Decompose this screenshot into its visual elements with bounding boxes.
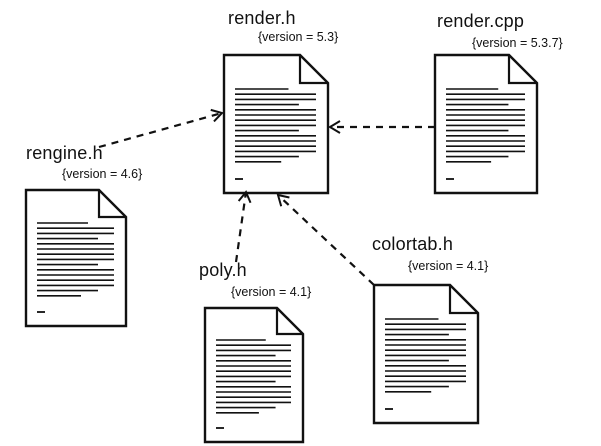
poly-h-version: {version = 4.1} — [231, 285, 312, 299]
colortab-h-version: {version = 4.1} — [408, 259, 489, 273]
document-page — [24, 188, 128, 328]
render-cpp-version: {version = 5.3.7} — [472, 36, 563, 50]
rengine-h-document-icon — [24, 188, 128, 328]
render-h-document-icon — [222, 53, 330, 195]
render-h-name: render.h — [228, 8, 296, 28]
dependency-arrow-poly-h-to-render-h — [234, 190, 252, 263]
rengine-h-version: {version = 4.6} — [62, 167, 143, 181]
document-page — [372, 283, 480, 425]
dependency-arrow-rengine-h-to-render-h — [98, 108, 224, 149]
document-folded-corner — [275, 308, 303, 336]
poly-h-document-icon — [203, 306, 305, 444]
colortab-h-name: colortab.h — [372, 234, 454, 254]
document-folded-corner — [448, 285, 478, 315]
colortab-h-document-icon — [372, 283, 480, 425]
document-folded-corner — [298, 55, 328, 85]
dependency-arrow-colortab-h-to-render-h — [276, 193, 375, 286]
document-page — [433, 53, 539, 195]
document-folded-corner — [507, 55, 537, 85]
document-page — [203, 306, 305, 444]
document-folded-corner — [97, 190, 126, 219]
render-h-version: {version = 5.3} — [258, 30, 339, 44]
render-cpp-document-icon — [433, 53, 539, 195]
poly-h-name: poly.h — [199, 260, 247, 280]
document-page — [222, 53, 330, 195]
rengine-h-name: rengine.h — [26, 143, 103, 163]
render-cpp-name: render.cpp — [437, 11, 525, 31]
